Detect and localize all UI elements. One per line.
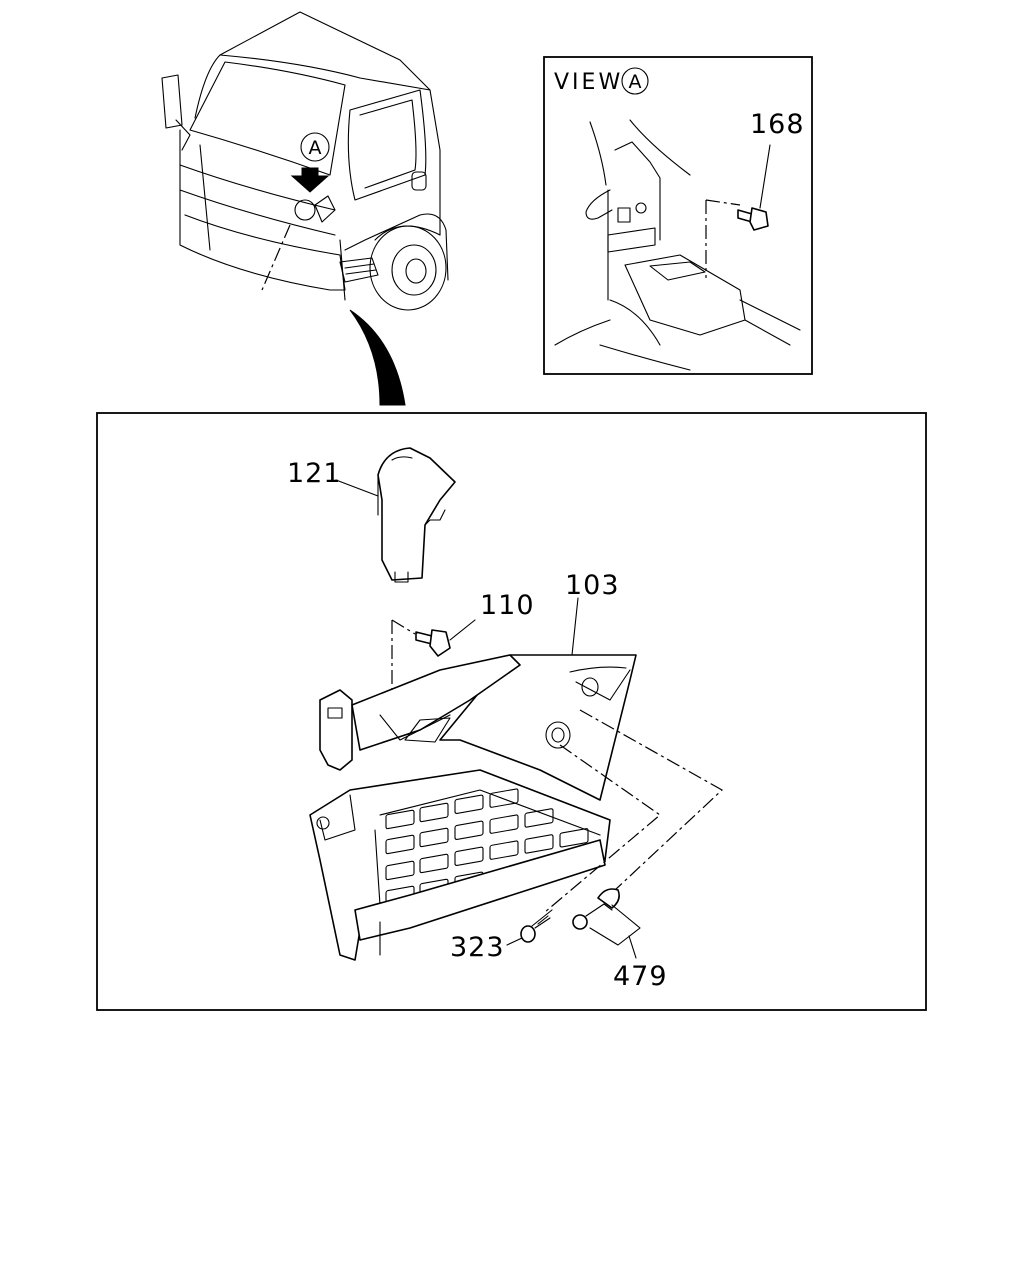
part-121-cover: 121 — [287, 447, 456, 583]
part-110-bolt: 110 — [391, 590, 535, 740]
part-label-168: 168 — [750, 109, 805, 140]
view-a-inset: VIEW A 168 — [543, 56, 813, 375]
part-323-screw: 323 — [450, 909, 553, 963]
part-label-110: 110 — [480, 590, 535, 621]
part-479-fasteners: 479 — [572, 888, 668, 992]
part-label-103: 103 — [565, 570, 620, 601]
view-marker: A — [629, 71, 642, 93]
part-label-121: 121 — [287, 458, 342, 489]
overview-marker: A — [309, 137, 322, 159]
truck-cab-overview: A — [161, 11, 449, 406]
detail-frame — [96, 412, 927, 1011]
part-label-479: 479 — [613, 961, 668, 992]
part-103-step: 103 — [309, 570, 724, 961]
view-label: VIEW — [554, 70, 623, 95]
part-label-323: 323 — [450, 932, 505, 963]
